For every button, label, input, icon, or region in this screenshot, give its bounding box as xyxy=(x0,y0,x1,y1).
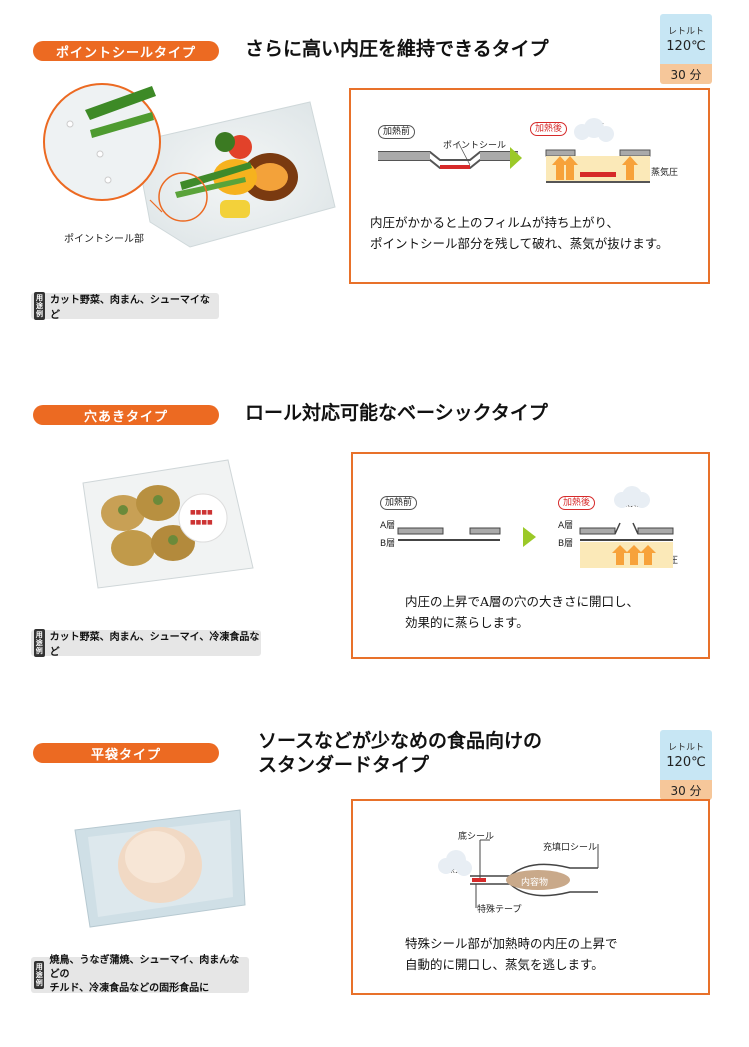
headline-perforated: ロール対応可能なベーシックタイプ xyxy=(245,402,548,424)
usage-line: チルド、冷凍食品などの固形食品に xyxy=(49,983,210,994)
diagram-graphic-flat-bag xyxy=(438,839,599,908)
before-heating-label: 加熱前 xyxy=(378,125,416,139)
svg-text:■■■■: ■■■■ xyxy=(190,509,213,516)
headline-flat-bag: ソースなどが少なめの食品向けの スタンダードタイプ xyxy=(258,729,542,777)
diagram-graphic-point-seal xyxy=(378,118,651,183)
badge-retort-text: レトルト xyxy=(667,27,704,37)
description-line: ポイントシール部分を残して破れ、蒸気が抜けます。 xyxy=(370,236,669,251)
after-heating-label: 加熱後 xyxy=(558,496,596,510)
product-photo-flat-bag xyxy=(74,809,246,928)
product-photo-perforated: ■■■■ ■■■■ xyxy=(82,459,254,589)
layer-a-label-after: A層 xyxy=(558,521,574,531)
badge-time-text: 30 分 xyxy=(660,64,712,84)
fill-seal-label: 充填口シール xyxy=(543,843,598,853)
after-heating-label: 加熱後 xyxy=(530,122,568,136)
usage-tag: 用途例 xyxy=(34,629,45,657)
svg-text:■■■■: ■■■■ xyxy=(190,519,213,526)
description-line: 内圧の上昇でA層の穴の大きさに開口し、 xyxy=(405,594,640,609)
description-line: 自動的に開口し、蒸気を逃します。 xyxy=(405,957,604,972)
usage-example-3: 用途例 焼鳥、うなぎ蒲焼、シューマイ、肉まんなどの チルド、冷凍食品などの固形食… xyxy=(31,954,249,996)
description-line: 効果的に蒸らします。 xyxy=(405,615,529,630)
diagram-graphic-perforated xyxy=(397,522,674,568)
usage-text: 焼鳥、うなぎ蒲焼、シューマイ、肉まんなどの チルド、冷凍食品などの固形食品に xyxy=(49,954,249,996)
headline-point-seal: さらに高い内圧を維持できるタイプ xyxy=(245,38,549,60)
description-perforated: 内圧の上昇でA層の穴の大きさに開口し、 効果的に蒸らします。 xyxy=(405,591,639,633)
product-photo-point-seal xyxy=(43,83,336,248)
badge-retort-text: レトルト xyxy=(667,743,704,753)
layer-b-label-after: B層 xyxy=(558,539,574,549)
badge-temp-text: 120℃ xyxy=(666,39,706,54)
description-point-seal: 内圧がかかると上のフィルムが持ち上がり、 ポイントシール部分を残して破れ、蒸気が… xyxy=(370,212,669,254)
headline-line: スタンダードタイプ xyxy=(258,754,430,776)
headline-line: ソースなどが少なめの食品向けの xyxy=(258,730,543,752)
steam-cloud-icon xyxy=(614,486,650,508)
retort-badge-2: レトルト 120℃ 30 分 xyxy=(660,730,712,800)
usage-example-2: 用途例 カット野菜、肉まん、シューマイ、冷凍食品など xyxy=(31,629,261,658)
bottom-seal-label: 底シール xyxy=(458,832,495,842)
badge-time-text: 30 分 xyxy=(660,780,712,800)
before-heating-label: 加熱前 xyxy=(380,496,418,510)
usage-tag: 用途例 xyxy=(34,292,45,320)
contents-label: 内容物 xyxy=(521,878,549,888)
steam-label: 蒸気 xyxy=(446,865,465,875)
badge-temp-text: 120℃ xyxy=(666,755,706,770)
point-seal-label: ポイントシール xyxy=(443,141,507,151)
section-label-perforated: 穴あきタイプ xyxy=(33,405,219,425)
photo-caption-point-seal: ポイントシール部 xyxy=(64,234,144,245)
diagram-box-point-seal xyxy=(349,88,710,284)
section-label-flat-bag: 平袋タイプ xyxy=(33,743,219,763)
usage-line: 焼鳥、うなぎ蒲焼、シューマイ、肉まんなどの xyxy=(49,955,240,980)
special-tape-label: 特殊テープ xyxy=(477,905,522,915)
description-line: 内圧がかかると上のフィルムが持ち上がり、 xyxy=(370,215,620,230)
usage-text: カット野菜、肉まん、シューマイなど xyxy=(49,295,210,321)
layer-a-label: A層 xyxy=(380,521,396,531)
section-label-point-seal: ポイントシールタイプ xyxy=(33,41,219,61)
description-flat-bag: 特殊シール部が加熱時の内圧の上昇で 自動的に開口し、蒸気を逃します。 xyxy=(405,933,618,975)
layer-b-label: B層 xyxy=(380,539,396,549)
steam-pressure-label: 蒸気圧 xyxy=(651,168,679,178)
usage-text: カット野菜、肉まん、シューマイ、冷凍食品など xyxy=(49,632,260,658)
diagram-box-flat-bag xyxy=(351,799,710,995)
usage-example-1: 用途例 カット野菜、肉まん、シューマイなど xyxy=(31,292,219,321)
description-line: 特殊シール部が加熱時の内圧の上昇で xyxy=(405,936,618,951)
usage-tag: 用途例 xyxy=(34,961,45,989)
retort-badge-1: レトルト 120℃ 30 分 xyxy=(660,14,712,84)
